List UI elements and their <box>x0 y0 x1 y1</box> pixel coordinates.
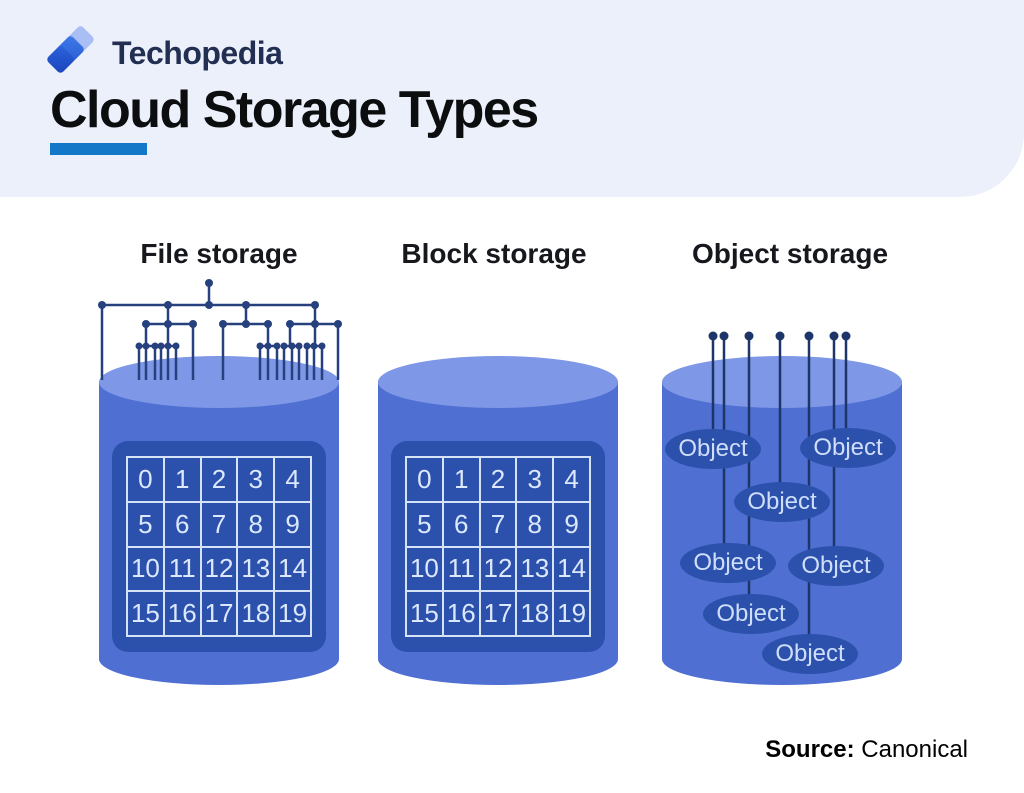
block-block-grid: 0 1 2 3 4 5 6 7 8 9 10 11 12 13 14 15 16… <box>405 456 591 637</box>
grid-cell: 17 <box>480 592 516 635</box>
brand-name: Techopedia <box>112 35 283 71</box>
object-bubble: Object <box>734 482 830 522</box>
label-block-storage: Block storage <box>401 238 587 269</box>
object-bubble: Object <box>762 634 858 674</box>
grid-cell: 7 <box>480 502 516 546</box>
grid-cell: 19 <box>554 592 589 635</box>
grid-cell: 3 <box>517 458 553 501</box>
grid-cell: 1 <box>443 458 479 501</box>
grid-cell: 16 <box>164 592 200 635</box>
object-bubble: Object <box>788 546 884 586</box>
source-label: Source: <box>765 736 855 763</box>
grid-cell: 11 <box>443 547 479 591</box>
grid-cell: 15 <box>407 592 442 635</box>
grid-cell: 11 <box>164 547 200 591</box>
grid-cell: 13 <box>238 547 274 591</box>
title-underline-bar <box>50 143 147 155</box>
grid-cell: 5 <box>407 502 442 546</box>
label-file-storage: File storage <box>140 238 298 269</box>
grid-cell: 4 <box>554 458 589 501</box>
page-title: Cloud Storage Types <box>50 81 539 139</box>
grid-cell: 19 <box>275 592 310 635</box>
grid-cell: 13 <box>517 547 553 591</box>
grid-cell: 14 <box>554 547 589 591</box>
source-attribution: Source: Canonical <box>765 736 968 764</box>
grid-cell: 5 <box>128 502 163 546</box>
block-cylinder-top <box>378 356 618 408</box>
grid-cell: 14 <box>275 547 310 591</box>
object-bubble: Object <box>680 543 776 583</box>
grid-cell: 10 <box>407 547 442 591</box>
label-object-storage: Object storage <box>691 238 889 269</box>
grid-cell: 3 <box>238 458 274 501</box>
source-value: Canonical <box>861 736 968 763</box>
grid-cell: 10 <box>128 547 163 591</box>
grid-cell: 15 <box>128 592 163 635</box>
grid-cell: 8 <box>238 502 274 546</box>
grid-cell: 18 <box>238 592 274 635</box>
grid-cell: 2 <box>201 458 237 501</box>
techopedia-logo-icon <box>45 24 100 77</box>
grid-cell: 0 <box>128 458 163 501</box>
grid-cell: 7 <box>201 502 237 546</box>
grid-cell: 16 <box>443 592 479 635</box>
grid-cell: 4 <box>275 458 310 501</box>
grid-cell: 2 <box>480 458 516 501</box>
grid-cell: 18 <box>517 592 553 635</box>
grid-cell: 9 <box>275 502 310 546</box>
file-hierarchy-tree-graphic <box>98 279 342 380</box>
grid-cell: 12 <box>201 547 237 591</box>
grid-cell: 1 <box>164 458 200 501</box>
object-cylinder-top <box>662 356 902 408</box>
object-bubble: Object <box>665 429 761 469</box>
grid-cell: 17 <box>201 592 237 635</box>
grid-cell: 6 <box>164 502 200 546</box>
grid-cell: 8 <box>517 502 553 546</box>
grid-cell: 6 <box>443 502 479 546</box>
grid-cell: 12 <box>480 547 516 591</box>
object-bubble: Object <box>800 428 896 468</box>
block-block-map-panel: 0 1 2 3 4 5 6 7 8 9 10 11 12 13 14 15 16… <box>391 441 605 652</box>
file-block-map-panel: 0 1 2 3 4 5 6 7 8 9 10 11 12 13 14 15 16… <box>112 441 326 652</box>
header-band: Techopedia Cloud Storage Types <box>0 0 1024 197</box>
grid-cell: 0 <box>407 458 442 501</box>
file-block-grid: 0 1 2 3 4 5 6 7 8 9 10 11 12 13 14 15 16… <box>126 456 312 637</box>
object-drop-lines-graphic <box>708 331 851 658</box>
object-bubble: Object <box>703 594 799 634</box>
grid-cell: 9 <box>554 502 589 546</box>
